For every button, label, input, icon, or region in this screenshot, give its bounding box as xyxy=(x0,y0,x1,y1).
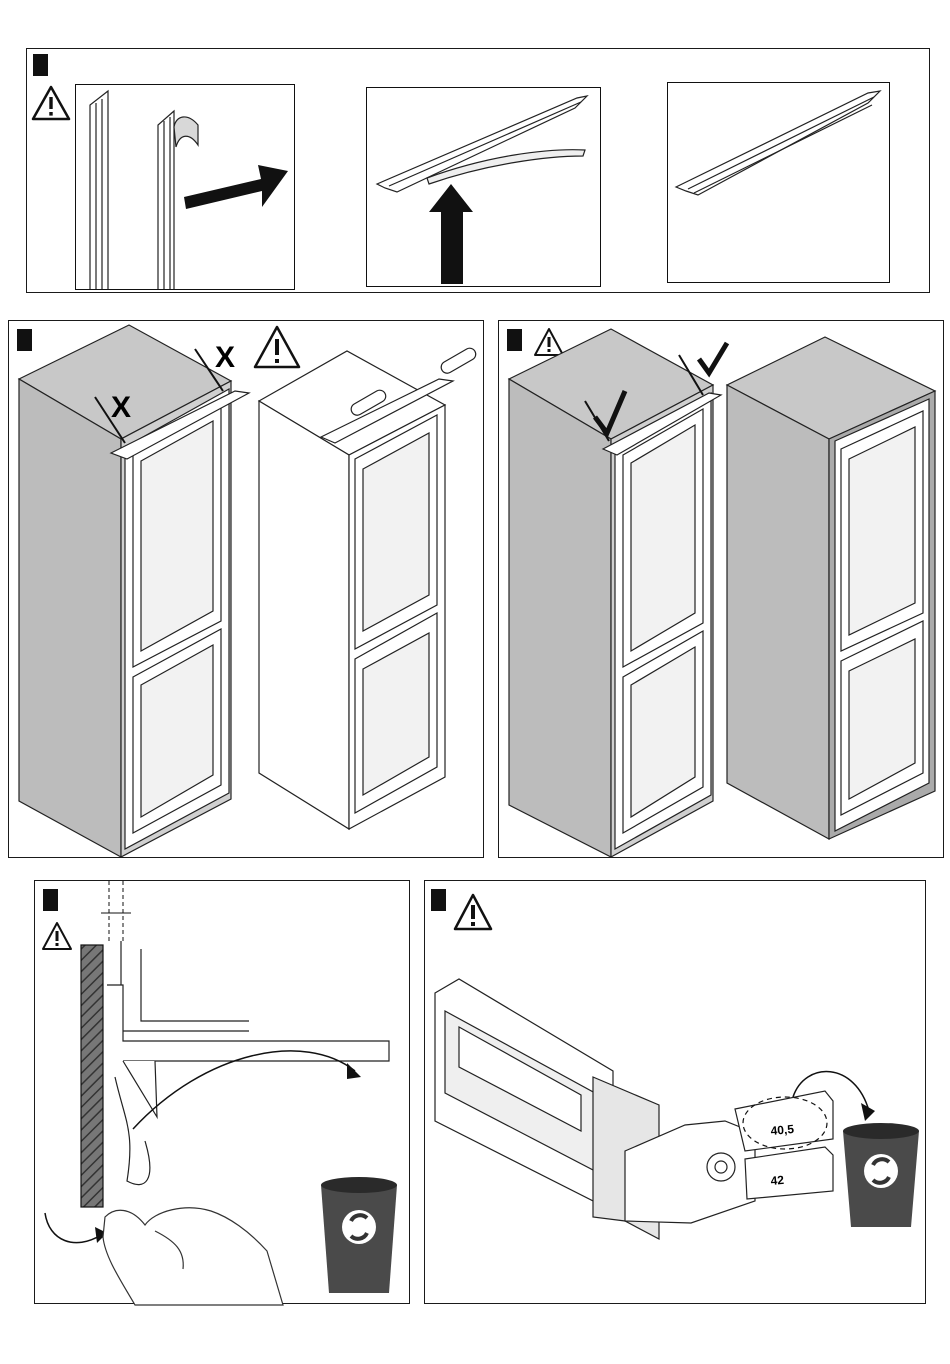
panel-1-trim-strip xyxy=(26,48,930,293)
appliance-cabinet-white xyxy=(259,351,453,829)
panel-5-drawing: 40,5 42 xyxy=(425,881,927,1305)
warning-triangle-icon xyxy=(43,923,71,949)
recycle-bin-icon xyxy=(843,1123,919,1227)
spacer-label-lower: 42 xyxy=(770,1173,785,1188)
wrong-mark-left: X xyxy=(111,391,131,424)
panel-5-spacer-gauge: 40,5 42 xyxy=(424,880,926,1304)
wrong-mark-right: X xyxy=(215,341,235,374)
spacer-label-upper: 40,5 xyxy=(770,1122,795,1138)
arrow-right-icon xyxy=(184,165,288,209)
warning-triangle-icon xyxy=(455,895,491,929)
warning-triangle-icon xyxy=(535,329,563,355)
panel-4-remove-spacer xyxy=(34,880,410,1304)
trim-strip-flat xyxy=(676,91,880,195)
panel-4-drawing xyxy=(35,881,411,1305)
trim-strip-lifting xyxy=(377,96,587,192)
step-marker-1 xyxy=(33,54,48,76)
subframe-peel-tape xyxy=(75,84,295,290)
warning-triangle-icon xyxy=(31,85,71,121)
panel-2-wrong-fitting: X X xyxy=(8,320,484,858)
appliance-cabinet-grey xyxy=(19,325,249,857)
subframe-strip-fitted xyxy=(667,82,890,283)
check-mark-right xyxy=(699,343,727,373)
panel-3-drawing xyxy=(499,321,945,859)
cabinet-wall-section xyxy=(81,945,103,1207)
subframe-lift-strip xyxy=(366,87,601,287)
recycle-bin-icon xyxy=(321,1177,397,1293)
adhesive-tape-peel xyxy=(174,117,198,147)
hand-icon xyxy=(103,1208,283,1305)
appliance-section xyxy=(107,941,389,1185)
spacer-bracket xyxy=(435,979,833,1239)
arrow-up-icon xyxy=(429,184,473,284)
panel-2-drawing: X X xyxy=(9,321,485,859)
removal-arrow xyxy=(133,1051,355,1129)
appliance-cabinet-fitted xyxy=(727,337,935,839)
trim-profile-left xyxy=(90,91,108,290)
warning-triangle-icon xyxy=(255,327,299,367)
panel-3-correct-fitting xyxy=(498,320,944,858)
